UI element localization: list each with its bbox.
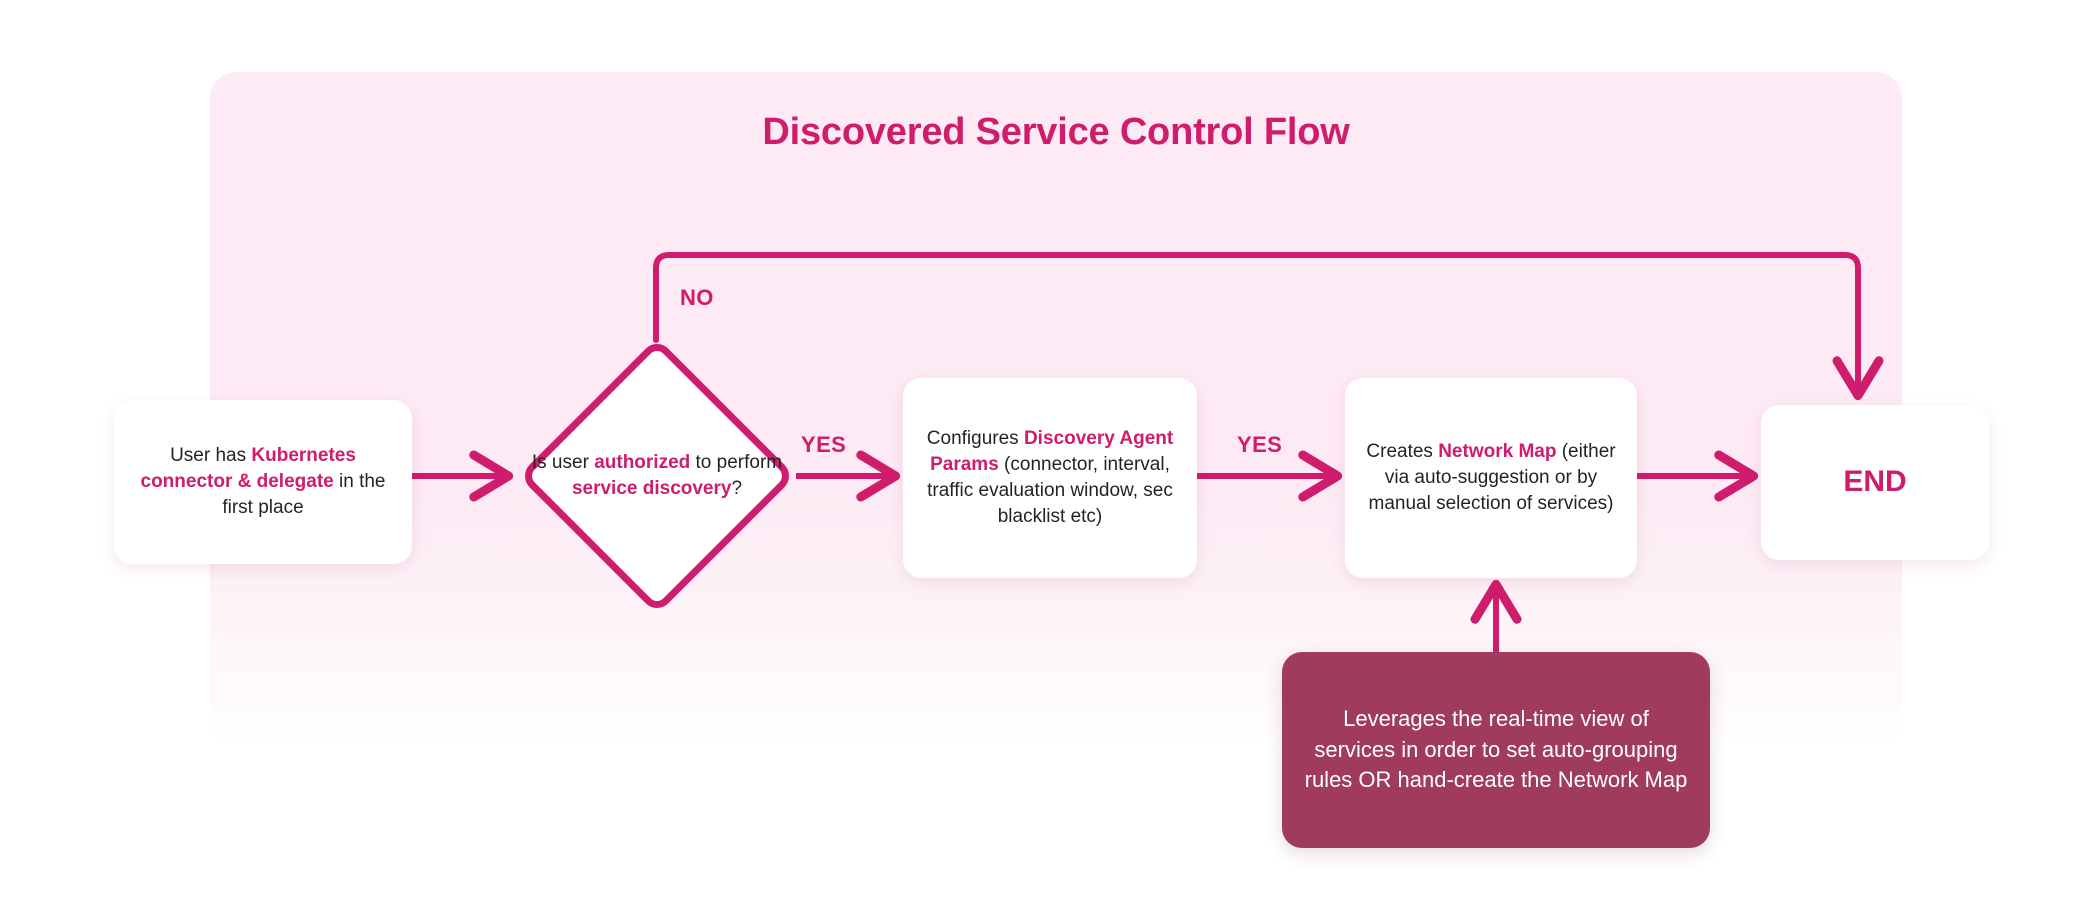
node-netmap-text: Creates Network Map (either via auto-sug… xyxy=(1366,441,1616,514)
diamond-label-wrap: Is user authorized to perform service di… xyxy=(518,337,796,615)
edge-label-yes-params: YES xyxy=(1237,432,1283,457)
node-end-label: END xyxy=(1843,465,1907,499)
node-decision-authorized[interactable]: Is user authorized to perform service di… xyxy=(518,337,796,615)
node-decision-text: Is user authorized to perform service di… xyxy=(531,451,783,499)
note-network-map-details[interactable]: Leverages the real-time view of services… xyxy=(1282,652,1710,848)
node-end[interactable]: END xyxy=(1761,405,1989,560)
node-configures-discovery-agent-params[interactable]: Configures Discovery Agent Params (conne… xyxy=(903,378,1197,578)
node-user-has-connector[interactable]: User has Kubernetes connector & delegate… xyxy=(114,400,412,564)
note-text: Leverages the real-time view of services… xyxy=(1304,706,1688,793)
edge-label-no: NO xyxy=(680,285,714,310)
edge-label-yes-decision: YES xyxy=(801,432,847,457)
node-params-text: Configures Discovery Agent Params (conne… xyxy=(926,428,1174,527)
node-start-text: User has Kubernetes connector & delegate… xyxy=(140,445,386,518)
diagram-title: Discovered Service Control Flow xyxy=(762,111,1350,153)
node-creates-network-map[interactable]: Creates Network Map (either via auto-sug… xyxy=(1345,378,1637,578)
